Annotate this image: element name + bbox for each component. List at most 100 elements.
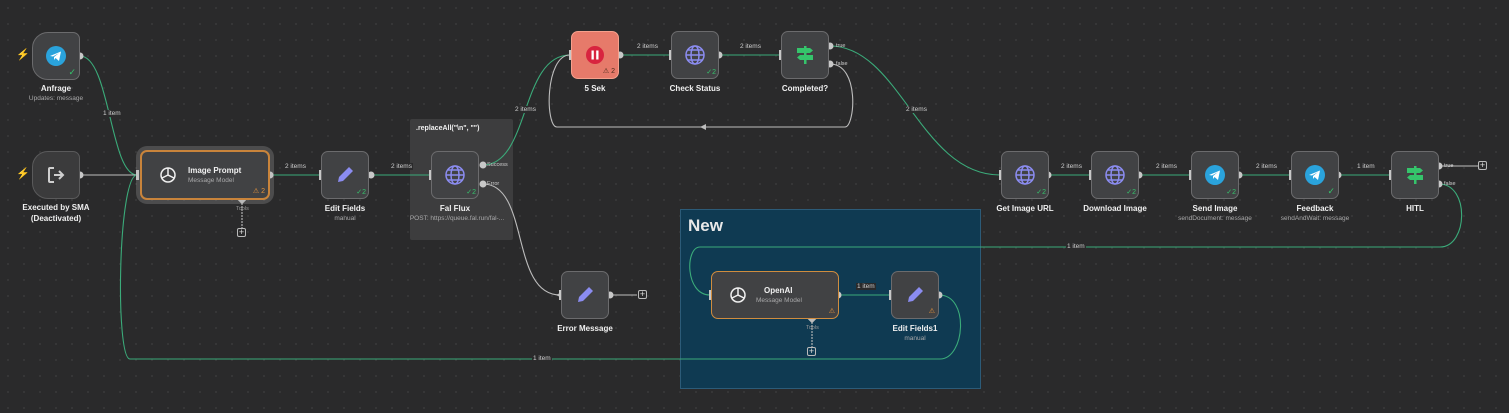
node-title: Error Message [557,324,613,333]
node-title: Image Prompt [188,166,242,175]
openai-icon [728,285,748,305]
node-subtitle: manual [904,335,926,342]
signpost-icon [1404,164,1426,186]
node-send-image[interactable]: ✓2 [1191,151,1239,199]
edge-label: 1 item [532,355,552,362]
loop-arrow [700,124,706,130]
success-check-icon: ✓ [68,67,76,77]
trigger-bolt-icon: ⚡ [16,168,30,180]
pause-icon [585,45,605,65]
telegram-icon [1204,164,1226,186]
edge-label: 1 item [1066,243,1086,250]
edge-label: 2 items [284,163,307,170]
node-subtitle: POST: https://queue.fal.run/fal-... [409,215,505,222]
exit-icon [46,165,66,185]
node-edit-fields1[interactable]: ⚠ [891,271,939,319]
signpost-icon [794,44,816,66]
node-edit-fields[interactable]: ✓2 [321,151,369,199]
success-check-icon: ✓2 [466,189,476,196]
node-completed[interactable] [781,31,829,79]
add-node-button[interactable]: + [638,289,647,299]
edge-label: 2 items [739,43,762,50]
node-subtitle: Message Model [756,297,802,304]
node-title: OpenAI [764,286,793,295]
node-title: Edit Fields [324,204,366,213]
node-executed-by-sma[interactable] [32,151,80,199]
success-check-icon: ✓2 [1126,189,1136,196]
node-openai[interactable]: OpenAI Message Model ⚠ [711,271,839,319]
tools-label: Tools [806,325,819,331]
node-title: Executed by SMA [22,203,90,212]
edge-label: 1 item [1356,163,1376,170]
node-title: HITL [1406,204,1424,213]
port-error-label: Error [487,181,500,187]
node-fal-flux[interactable]: ✓2 [431,151,479,199]
node-title: Feedback [1296,204,1334,213]
success-check-icon: ✓2 [1036,189,1046,196]
node-title: Check Status [669,84,721,93]
port-true-label: true [1444,163,1454,169]
globe-icon [684,44,706,66]
edge-label: 2 items [514,106,537,113]
node-anfrage[interactable]: ✓ [32,32,80,80]
node-title: Edit Fields1 [892,324,938,333]
node-subtitle: Message Model [188,177,234,184]
port-false-label: false [1444,181,1456,187]
node-5-sek[interactable]: ⚠ 2 [571,31,619,79]
telegram-icon [45,45,67,67]
node-error-message[interactable] [561,271,609,319]
node-subtitle: sendAndWait: message [1280,215,1350,222]
pencil-icon [904,284,926,306]
sticky-title: New [688,216,723,235]
edge-label: 2 items [1255,163,1278,170]
node-subtitle: Updates: message [28,95,84,102]
node-title: Get Image URL [996,204,1054,213]
node-title: Completed? [781,84,829,93]
telegram-icon [1304,164,1326,186]
edge-label: 2 items [1155,163,1178,170]
node-subtitle: sendDocument: message [1178,215,1252,222]
node-check-status[interactable]: ✓2 [671,31,719,79]
node-title: Download Image [1083,204,1147,213]
warning-icon: ⚠ 2 [602,68,615,75]
success-check-icon: ✓ [1327,186,1335,196]
success-check-icon: ✓2 [356,189,366,196]
node-get-image-url[interactable]: ✓2 [1001,151,1049,199]
warning-icon: ⚠ [928,308,935,315]
port-success-label: Success [487,162,508,168]
node-subtitle: manual [334,215,356,222]
success-check-icon: ✓2 [1226,189,1236,196]
edge-label: 2 items [636,43,659,50]
edge-label: 1 item [102,110,122,117]
node-feedback[interactable]: ✓ [1291,151,1339,199]
edge-edit1-prompt [119,174,962,360]
node-title: Send Image [1192,204,1238,213]
pencil-icon [334,164,356,186]
openai-icon [158,165,178,185]
add-node-button[interactable]: + [1478,160,1487,170]
pencil-icon [574,284,596,306]
node-title: Fal Flux [439,204,471,213]
edge-label: 1 item [856,283,876,290]
globe-icon [444,164,466,186]
edge-hitl-openai [689,183,1463,296]
node-title-line2: (Deactivated) [30,214,82,223]
edge-fal-error [482,183,561,296]
add-tool-button[interactable]: + [807,346,816,356]
edge-label: 2 items [1060,163,1083,170]
globe-icon [1014,164,1036,186]
node-hitl[interactable] [1391,151,1439,199]
node-image-prompt[interactable]: Image Prompt Message Model ⚠ 2 [140,150,270,200]
node-title: 5 Sek [584,84,606,93]
node-title: Anfrage [40,84,72,93]
success-check-icon: ✓2 [706,69,716,76]
edge-label: 2 items [905,106,928,113]
node-download-image[interactable]: ✓2 [1091,151,1139,199]
port-false-label: false [836,61,848,67]
add-tool-button[interactable]: + [237,227,246,237]
tools-label: Tools [236,206,249,212]
warning-icon: ⚠ 2 [252,188,265,195]
port-true-label: true [836,43,846,49]
trigger-bolt-icon: ⚡ [16,49,30,61]
